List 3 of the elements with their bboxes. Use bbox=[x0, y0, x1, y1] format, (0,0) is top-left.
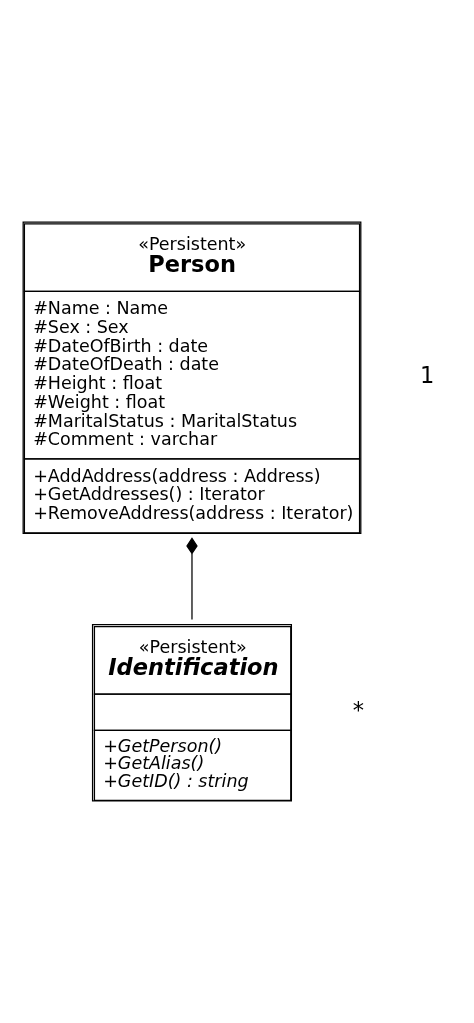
connector bbox=[186, 537, 198, 621]
label: * bbox=[352, 697, 364, 724]
label: 1 bbox=[419, 362, 435, 389]
